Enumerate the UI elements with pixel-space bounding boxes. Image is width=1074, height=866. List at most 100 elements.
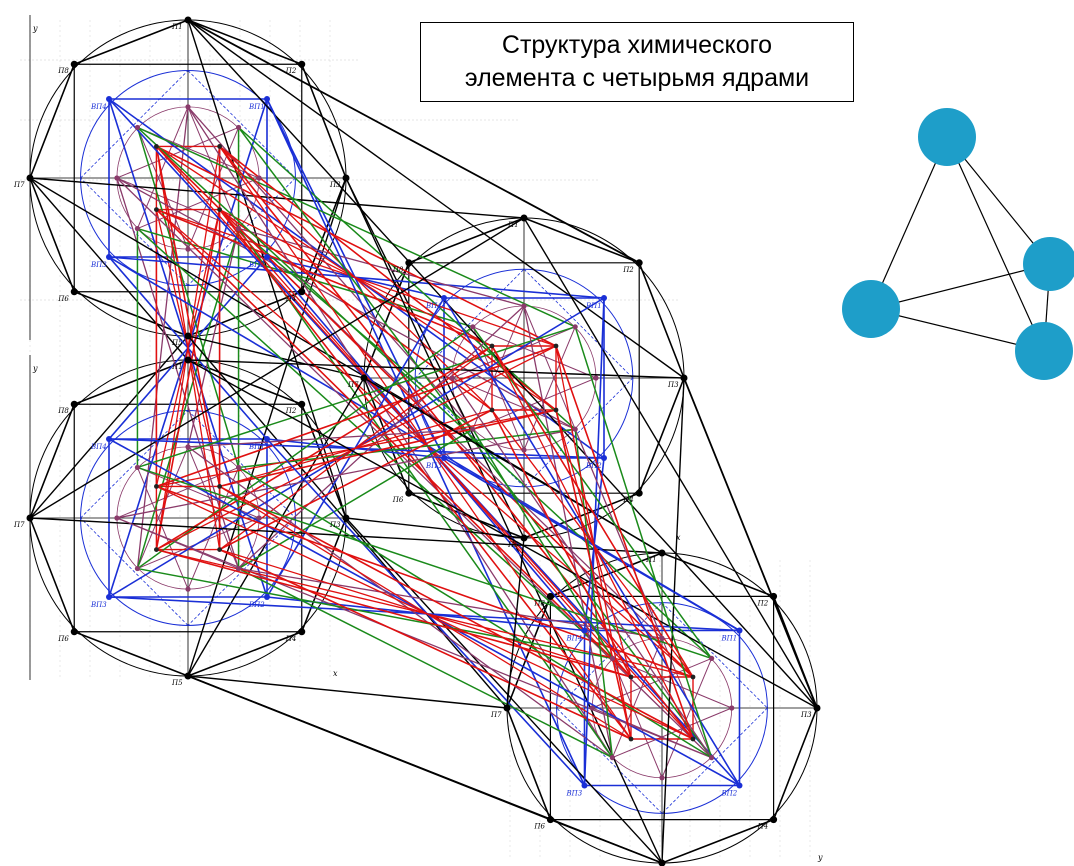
inter-cluster-red-edge [219,409,493,551]
inter-cluster-red-edge [156,145,557,347]
vertex-dot [628,674,634,680]
inter-cluster-outer-edge [29,177,525,219]
vertex-dot [609,755,616,761]
vertex-dot [659,635,665,641]
vertex-dot [405,259,413,267]
octagon-edge [187,19,303,65]
inter-cluster-green-edge [137,567,613,660]
inter-cluster-green-edge [574,429,614,758]
vertex-dot [185,246,191,252]
x-axis-label-2: x [676,533,681,542]
inter-cluster-green-edge [574,326,713,758]
vertex-dot [26,174,34,182]
vertex-label: ВП1 [248,103,265,111]
vertex-dot [154,547,159,552]
octagon-edge [73,631,189,677]
inter-cluster-outer-edge [661,377,685,864]
inter-cluster-green-edge [472,326,713,659]
vertex-label: П3 [329,181,341,189]
vertex-label: П8 [57,67,69,75]
vertex-label: П1 [507,221,519,229]
vertex-label: ВП2 [248,601,265,609]
inter-cluster-green-edge [238,428,576,469]
inter-cluster-green-edge [137,466,712,660]
vertex-label: П7 [490,711,502,719]
core-star-edge [116,126,239,179]
octagon-edge [523,492,640,539]
vertex-dot [521,303,527,309]
vertex-dot [235,464,242,471]
vertex-label: ВП3 [90,601,107,609]
vertex-label: П2 [622,266,634,274]
vertex-dot [572,426,578,432]
octagon-edge [550,552,663,598]
inter-cluster-outer-edge [187,377,365,677]
hull-edge [187,19,640,264]
vertex-dot [709,655,715,662]
vertex-dot [690,736,696,742]
vertex-label: П8 [57,407,69,415]
vertex-dot [106,96,112,102]
octagon-edge [73,19,189,65]
inter-cluster-outer-edge [345,517,663,864]
vertex-label: П3 [667,381,679,389]
vertex-points [26,16,821,866]
vertex-dot [70,628,78,636]
core-star-edge [523,305,576,430]
inter-cluster-purple-edge [523,305,614,758]
vertex-label: П7 [347,381,359,389]
vertex-dot [729,705,735,711]
vertex-dot [520,214,528,222]
core-star-edge [612,657,732,709]
inter-cluster-green-edge [238,428,474,570]
y-axis-label: y [32,24,38,33]
octagon-edge [506,707,552,820]
octagon-edge [638,262,685,379]
graph-edge [870,308,1045,352]
octagon-edge [73,359,189,405]
core-star-edge [611,638,663,758]
vertex-label: П5 [171,679,183,687]
vertex-label: ВП2 [248,261,265,269]
inter-cluster-green-edge [237,228,614,759]
inter-cluster-outer-edge [187,359,685,379]
vertex-dot [342,514,350,522]
inter-cluster-red-edge [155,145,694,678]
vertex-label: П7 [13,521,25,529]
vertex-label: ВП1 [585,302,602,310]
vertex-dot [680,374,688,382]
vertex-dot [546,592,554,600]
vertex-dot [106,436,112,442]
octagon-edge [661,552,774,598]
inner-diamond-edge [523,268,634,379]
octagon-edge [408,217,525,264]
inner-diamond-edge [80,517,189,626]
inter-cluster-red-edge [491,345,694,678]
vertex-dot [520,534,528,542]
nucleus-node-bottom [1015,322,1073,380]
vertex-dot [114,515,120,521]
vertex-dot [441,295,447,301]
vertex-dot [134,225,141,232]
inter-cluster-outer-edge [29,217,525,519]
octagon-edge [187,291,303,337]
hull-edge [683,377,818,709]
inter-cluster-red-edge [219,485,694,740]
inter-cluster-outer-edge [187,335,365,379]
vertex-label: ВП1 [721,635,738,643]
inter-cluster-outer-edge [506,537,525,709]
inner-diamond-edge [523,377,634,488]
inter-cluster-red-edge [156,208,557,347]
vertex-dot [736,782,743,789]
vertex-dot [185,586,191,592]
vertex-dot [70,60,78,68]
vertex-dot [601,295,607,301]
inter-cluster-red-edge [156,345,557,551]
vertex-dot [217,547,223,552]
vertex-label: П6 [57,295,69,303]
inter-cluster-green-edge [137,326,474,570]
inter-cluster-red-edge [491,409,694,678]
inter-cluster-green-edge [137,126,576,328]
vertex-dot [184,356,192,364]
vertex-dot [360,374,368,382]
